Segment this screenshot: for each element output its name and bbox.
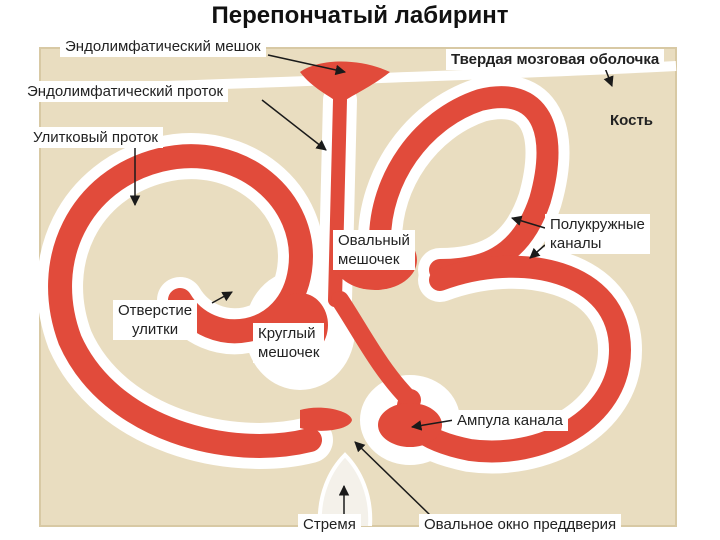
label-helicotrema-line1: Отверстие: [118, 302, 193, 319]
label-stapes: Стремя: [298, 514, 361, 535]
label-saccule-line2: мешочек: [258, 344, 320, 361]
label-oval-window: Овальное окно преддверия: [419, 514, 622, 535]
label-dura-mater: Твердая мозговая оболочка: [446, 49, 665, 70]
label-utricle: Овальный мешочек: [333, 230, 415, 270]
endolymphatic-sac: [300, 61, 390, 104]
ampulla: [378, 403, 442, 447]
label-endolymphatic-duct: Эндолимфатический проток: [22, 81, 229, 102]
label-ampulla: Ампула канала: [452, 410, 568, 431]
label-helicotrema: Отверстие улитки: [113, 300, 198, 340]
label-helicotrema-line2: улитки: [132, 321, 179, 338]
label-endolymphatic-sac: Эндолимфатический мешок: [60, 36, 266, 57]
page-title: Перепончатый лабиринт: [211, 2, 509, 29]
label-bone: Кость: [610, 112, 654, 129]
label-semicircular-line2: каналы: [550, 235, 602, 252]
label-saccule: Круглый мешочек: [253, 323, 325, 363]
label-cochlear-duct: Улитковый проток: [28, 127, 163, 148]
label-semicircular-line1: Полукружные: [550, 216, 645, 233]
canal-upper: [369, 86, 559, 281]
leader-arrows: [129, 54, 614, 516]
label-saccule-line1: Круглый: [258, 325, 316, 342]
label-semicircular-canals: Полукружные каналы: [545, 214, 650, 254]
label-utricle-line2: мешочек: [338, 251, 400, 268]
label-utricle-line1: Овальный: [338, 232, 410, 249]
